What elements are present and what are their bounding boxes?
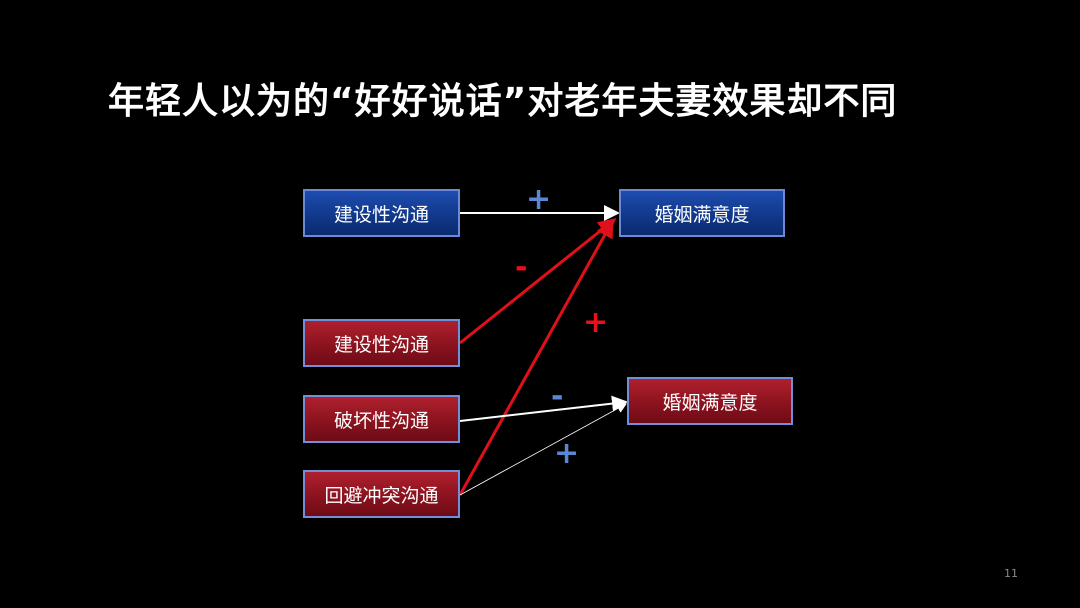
sign-old-avoidance-white: + — [554, 436, 580, 471]
box-old-satisfaction-label: 婚姻满意度 — [662, 391, 758, 414]
box-old-satisfaction: 婚姻满意度 — [627, 377, 793, 425]
box-old-constructive-label: 建设性沟通 — [333, 333, 429, 356]
page-number: 11 — [1004, 567, 1018, 580]
sign-young-constructive: + — [526, 182, 552, 217]
box-old-avoidance: 回避冲突沟通 — [303, 470, 460, 518]
sign-old-destructive: - — [551, 379, 564, 414]
arrow-old-avoidance-red — [458, 219, 614, 496]
box-young-constructive-label: 建设性沟通 — [333, 203, 429, 226]
box-young-satisfaction: 婚姻满意度 — [619, 189, 785, 237]
arrow-old-destructive — [459, 395, 628, 422]
box-young-satisfaction-label: 婚姻满意度 — [654, 203, 750, 226]
slide-title: 年轻人以为的“好好说话”对老年夫妻效果却不同 — [108, 81, 898, 122]
box-old-destructive-label: 破坏性沟通 — [333, 409, 429, 432]
arrow-old-constructive-red — [459, 218, 617, 345]
box-young-constructive: 建设性沟通 — [303, 189, 460, 237]
arrow-old-avoidance-white — [459, 403, 627, 496]
sign-old-constructive: - — [515, 250, 528, 285]
box-old-destructive: 破坏性沟通 — [303, 395, 460, 443]
box-old-constructive: 建设性沟通 — [303, 319, 460, 367]
box-old-avoidance-label: 回避冲突沟通 — [324, 484, 439, 507]
sign-old-avoidance-red: + — [583, 305, 609, 340]
